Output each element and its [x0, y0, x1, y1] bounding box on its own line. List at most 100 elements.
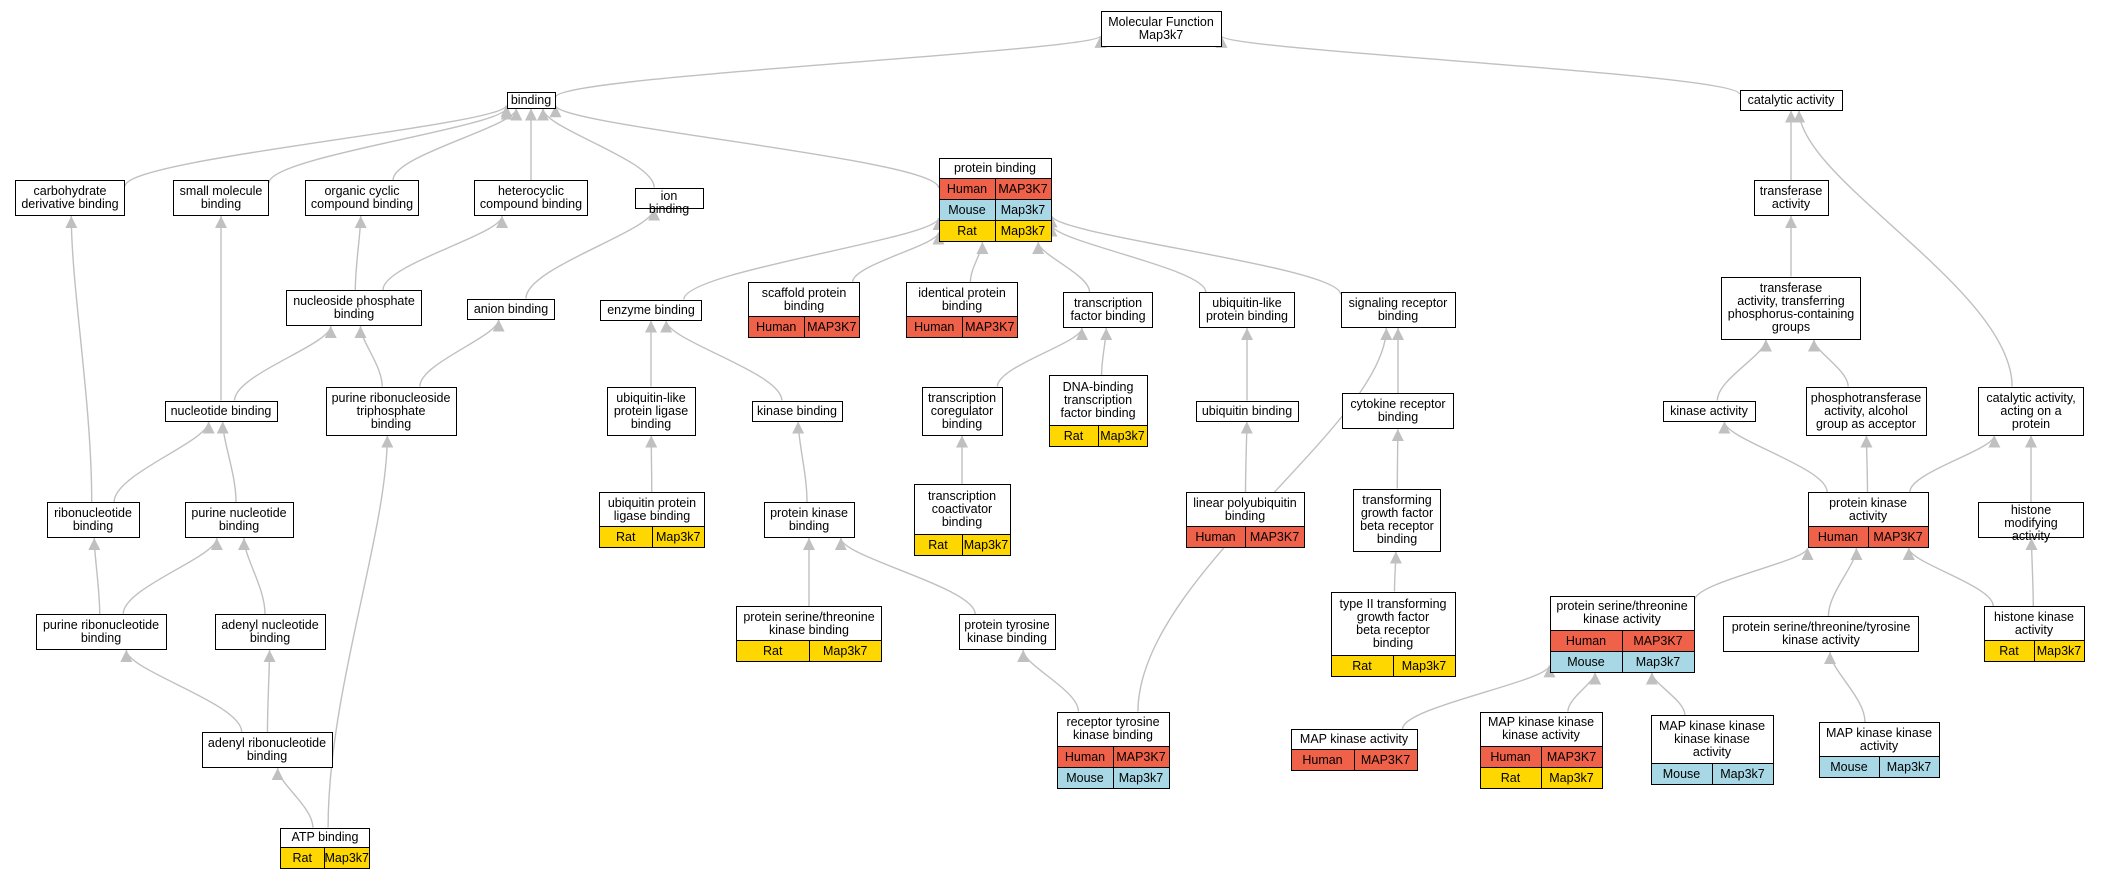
- go-term-dnabind[interactable]: DNA-binding transcription factor binding…: [1048, 375, 1148, 447]
- term-label: adenyl nucleotide binding: [221, 618, 319, 645]
- go-term-adenyl[interactable]: adenyl nucleotide binding: [214, 614, 326, 650]
- species-cell: Rat: [1500, 770, 1521, 785]
- go-term-ionb[interactable]: ion binding: [634, 187, 704, 215]
- go-term-hetcyc[interactable]: heterocyclic compound binding: [474, 180, 588, 216]
- go-term-protkinb[interactable]: protein kinase binding: [763, 502, 855, 538]
- gene-cell: Map3k7: [961, 535, 1010, 555]
- gene-cell: Map3k7: [1878, 757, 1939, 777]
- go-term-catprot[interactable]: catalytic activity, acting on a protein: [1978, 386, 2084, 436]
- species-cell: Human: [1490, 749, 1531, 764]
- species-cell: Human: [1817, 530, 1859, 544]
- go-term-adenribo[interactable]: adenyl ribonucleotide binding: [201, 732, 333, 768]
- go-term-sigrec[interactable]: signaling receptor binding: [1340, 292, 1456, 328]
- go-term-coreg[interactable]: transcription coregulator binding: [921, 386, 1003, 436]
- go-term-anion[interactable]: anion binding: [467, 298, 555, 320]
- species-cell: Rat: [292, 850, 312, 865]
- go-term-enzyme[interactable]: enzyme binding: [600, 299, 702, 321]
- go-term-ptkb[interactable]: protein tyrosine kinase binding: [958, 614, 1056, 650]
- go-term-ubligase[interactable]: ubiquitin-like protein ligase binding: [606, 386, 696, 436]
- term-label: transcription coactivator binding: [927, 489, 997, 529]
- term-label: signaling receptor binding: [1348, 296, 1448, 323]
- go-term-ribonuc[interactable]: ribonucleotide binding: [46, 502, 140, 538]
- go-term-carb[interactable]: carbohydrate derivative binding: [15, 180, 125, 216]
- gene-cell: Map3k7: [2033, 641, 2084, 661]
- go-term-transphos[interactable]: transferase activity, transferring phosp…: [1721, 276, 1861, 340]
- go-term-histmod[interactable]: histone modifying activity: [1978, 502, 2084, 543]
- go-term-nucphos[interactable]: nucleoside phosphate binding: [286, 290, 422, 326]
- gene-cell: MAP3K7: [1540, 746, 1602, 767]
- gene-cell: MAP3K7: [1244, 527, 1304, 547]
- go-term-purribo[interactable]: purine ribonucleotide binding: [35, 614, 167, 650]
- gene-cell: Map3k7: [1392, 655, 1455, 676]
- term-label: organic cyclic compound binding: [310, 184, 414, 211]
- go-term-nucb[interactable]: nucleotide binding: [164, 400, 278, 422]
- gene-cell: MAP3K7: [1353, 750, 1417, 770]
- edge-tgfb-to-cytok: [1391, 428, 1404, 489]
- go-term-transferase[interactable]: transferase activity: [1753, 180, 1829, 216]
- go-term-binding[interactable]: binding: [506, 91, 556, 109]
- edge-nucphos-to-hetcyc: [382, 215, 508, 291]
- edge-purribo-to-ribonuc: [88, 537, 101, 615]
- edge-ribonuc-to-nucb: [113, 421, 215, 503]
- go-term-tfbind[interactable]: transcription factor binding: [1063, 292, 1153, 328]
- go-term-cytok[interactable]: cytokine receptor binding: [1342, 393, 1454, 429]
- edge-kinact-to-transphos: [1716, 339, 1772, 401]
- edge-enzyme-to-protb: [683, 217, 945, 300]
- go-term-purribotri[interactable]: purine ribonucleoside triphosphate bindi…: [325, 386, 457, 436]
- go-term-orgcyc[interactable]: organic cyclic compound binding: [305, 180, 419, 216]
- term-label: MAP kinase kinase kinase kinase activity: [1658, 719, 1766, 759]
- species-cell: Mouse: [1662, 767, 1701, 781]
- go-term-ubiq[interactable]: ubiquitin binding: [1195, 400, 1299, 422]
- edge-protkinact-to-kinact: [1718, 421, 1828, 493]
- go-term-pstka[interactable]: protein serine/threonine kinase activity…: [1549, 595, 1695, 673]
- edge-protkinact-to-phosalc: [1860, 435, 1873, 493]
- edge-mapkkkk-to-pstka: [1645, 672, 1686, 716]
- go-term-pstytka[interactable]: protein serine/threonine/tyrosine kinase…: [1723, 616, 1919, 652]
- species-cell: Mouse: [1567, 654, 1605, 669]
- term-label: MAP kinase kinase kinase activity: [1487, 715, 1595, 742]
- go-term-tgfb[interactable]: transforming growth factor beta receptor…: [1353, 488, 1441, 552]
- species-cell: Rat: [1352, 658, 1372, 673]
- go-term-mf[interactable]: Molecular Function Map3k7: [1100, 11, 1222, 47]
- go-term-ublike[interactable]: ubiquitin-like protein binding: [1199, 292, 1295, 328]
- species-cell: Rat: [928, 538, 948, 552]
- term-label: ubiquitin binding: [1201, 403, 1293, 418]
- go-term-tgfb2[interactable]: type II transforming growth factor beta …: [1330, 591, 1456, 677]
- term-label: cytokine receptor binding: [1350, 397, 1446, 424]
- species-cell: Human: [946, 182, 988, 196]
- term-label: enzyme binding: [607, 302, 695, 317]
- go-term-purnuc[interactable]: purine nucleotide binding: [184, 502, 294, 538]
- go-term-catalytic[interactable]: catalytic activity: [1739, 89, 1843, 111]
- go-term-kinb[interactable]: kinase binding: [751, 400, 843, 422]
- go-term-phosalc[interactable]: phosphotransferase activity, alcohol gro…: [1805, 386, 1927, 436]
- term-label: anion binding: [473, 301, 549, 316]
- term-label: protein kinase binding: [770, 506, 848, 533]
- edge-catalytic-to-mf: [1215, 35, 1741, 95]
- go-term-mapkkkk[interactable]: MAP kinase kinase kinase kinase activity…: [1650, 715, 1774, 785]
- gene-cell: MAP3K7: [961, 317, 1018, 337]
- gene-cell: Map3k7: [323, 847, 369, 868]
- go-term-kinact[interactable]: kinase activity: [1662, 400, 1756, 422]
- go-term-smallmol[interactable]: small molecule binding: [173, 180, 269, 216]
